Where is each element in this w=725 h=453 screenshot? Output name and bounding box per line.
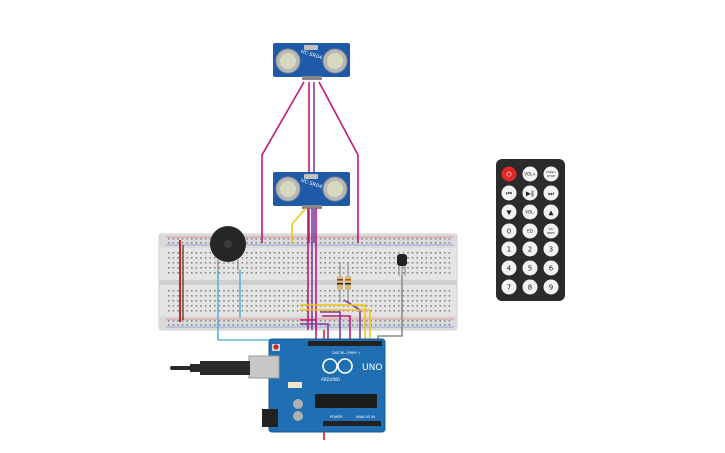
- remote-button-label: ⏻: [506, 170, 511, 178]
- remote-button-label: 5: [528, 264, 532, 272]
- usb-port: [248, 355, 280, 379]
- arduino-model-label: UNO: [362, 363, 382, 373]
- remote-button-14[interactable]: 3: [543, 241, 559, 257]
- remote-button-label: REPT: [547, 231, 555, 235]
- remote-button-label: 9: [549, 283, 553, 291]
- remote-button-4[interactable]: ▶‖: [522, 185, 538, 201]
- remote-button-11[interactable]: ST/REPT: [543, 223, 559, 239]
- wire-mid-yellow: [291, 207, 307, 243]
- remote-button-10[interactable]: EQ: [522, 223, 538, 239]
- atmega-chip: [315, 394, 377, 408]
- remote-button-9[interactable]: 0: [501, 223, 517, 239]
- arduino-analog-label: ANALOG IN: [356, 415, 375, 419]
- remote-button-8[interactable]: ▲: [543, 204, 559, 220]
- resistor-2[interactable]: [345, 262, 351, 302]
- remote-button-label: VOL+: [524, 171, 535, 176]
- ir-receiver[interactable]: [397, 254, 407, 276]
- arduino-power-label: POWER: [330, 415, 343, 419]
- remote-button-7[interactable]: VOL-: [522, 204, 538, 220]
- remote-button-label: 1: [507, 245, 511, 253]
- piezo-buzzer[interactable]: [210, 226, 246, 270]
- wire-top-vcc: [261, 81, 305, 243]
- remote-button-6[interactable]: ▼: [501, 204, 517, 220]
- arduino-brand-label: ARDUINO: [321, 377, 340, 382]
- resistor-1[interactable]: [337, 262, 343, 302]
- remote-button-12[interactable]: 1: [501, 241, 517, 257]
- power-jack: [262, 409, 278, 427]
- remote-button-0[interactable]: ⏻: [501, 166, 517, 182]
- remote-button-3[interactable]: ⏮: [501, 185, 517, 201]
- remote-button-18[interactable]: 7: [501, 279, 517, 295]
- ir-remote[interactable]: ⏻ VOL+ FUNC/STOP ⏮ ▶‖ ⏭ ▼ VOL- ▲ 0 EQ ST/REPT 1 2 3 4 5 6…: [496, 159, 565, 301]
- remote-button-19[interactable]: 8: [522, 279, 538, 295]
- remote-button-label: ▼: [507, 208, 512, 216]
- remote-button-label: VOL-: [525, 209, 535, 214]
- remote-button-label: ⏮: [506, 189, 512, 197]
- remote-button-20[interactable]: 9: [543, 279, 559, 295]
- remote-button-label: ▲: [549, 208, 554, 216]
- remote-button-label: 8: [528, 283, 532, 291]
- remote-button-label: ⏭: [548, 189, 554, 197]
- ultrasonic-sensor-middle[interactable]: HC-SR04: [273, 172, 350, 209]
- wire-top-gnd: [318, 81, 359, 243]
- arduino-digital-label: DIGITAL (PWM~): [332, 351, 361, 355]
- remote-button-13[interactable]: 2: [522, 241, 538, 257]
- remote-button-label: 0: [507, 227, 511, 235]
- remote-button-label: 6: [549, 264, 554, 272]
- usb-cable: [170, 361, 250, 375]
- remote-button-label: 4: [507, 264, 512, 272]
- remote-button-label: 3: [549, 245, 553, 253]
- wires-top-sensor: [261, 81, 359, 243]
- wire-yellow-2: [300, 309, 371, 343]
- remote-button-label: EQ: [527, 228, 533, 233]
- wire-yellow-1: [300, 304, 366, 343]
- remote-button-label: 2: [528, 245, 532, 253]
- remote-button-5[interactable]: ⏭: [543, 185, 559, 201]
- remote-button-1[interactable]: VOL+: [522, 166, 538, 182]
- remote-button-2[interactable]: FUNC/STOP: [543, 166, 559, 182]
- remote-button-label: ST/: [549, 227, 555, 231]
- remote-button-15[interactable]: 4: [501, 260, 517, 276]
- remote-button-label: STOP: [547, 174, 555, 178]
- ultrasonic-sensor-top[interactable]: HC-SR04: [273, 43, 350, 80]
- remote-button-label: ▶‖: [526, 189, 534, 197]
- remote-button-16[interactable]: 5: [522, 260, 538, 276]
- remote-button-label: FUNC/: [546, 170, 556, 174]
- remote-button-17[interactable]: 6: [543, 260, 559, 276]
- remote-button-label: 7: [507, 283, 511, 291]
- arduino-uno[interactable]: UNO ARDUINO DIGITAL (PWM~) POWER ANALOG …: [248, 338, 386, 433]
